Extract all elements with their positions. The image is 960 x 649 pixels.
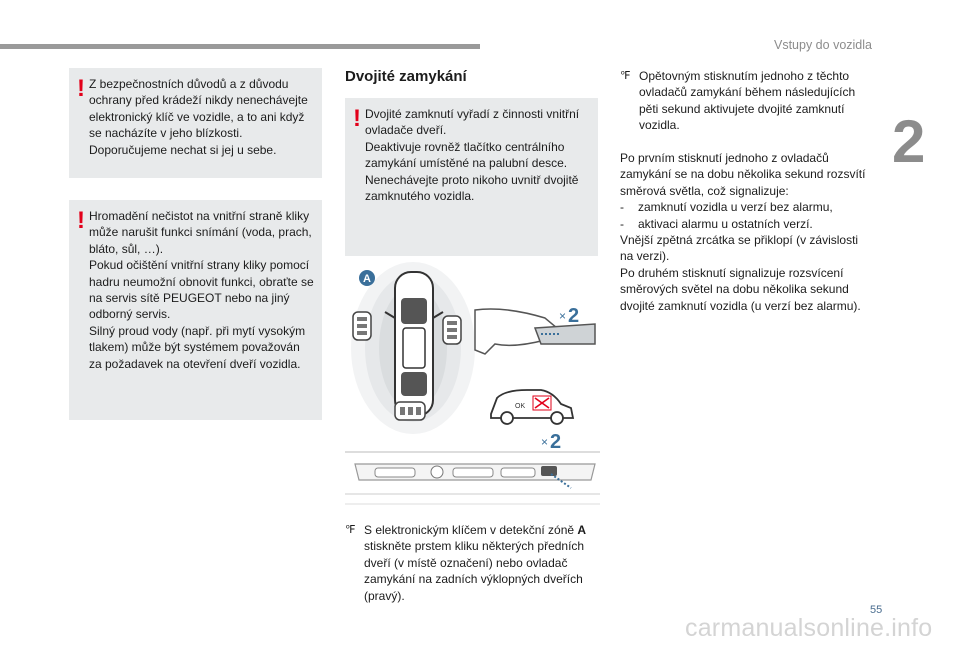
exclamation-icon: ! (77, 207, 85, 234)
chapter-number: 2 (892, 108, 926, 175)
watermark: carmanualsonline.info (685, 614, 933, 642)
times-icon: × (559, 309, 566, 323)
zone-label: A (363, 273, 371, 285)
warning-box-double-lock: ! Dvojité zamknutí vyřadí z činnosti vni… (345, 98, 598, 256)
bullet-text: Opětovným stisknutím jednoho z těchto ov… (639, 69, 856, 133)
instruction-bullet-1: ℉ S elektronickým klíčem v detekční zóně… (345, 522, 605, 604)
bullet-arrow-icon: ℉ (345, 524, 356, 536)
key-fob-icon (442, 315, 462, 345)
press-count-bottom: 2 (550, 431, 561, 453)
double-lock-illustration: A × 2 OK × 2 (345, 262, 600, 505)
warning-text: Z bezpečnostních důvodů a z důvodu ochra… (89, 77, 308, 157)
warning-text: Dvojité zamknutí vyřadí z činnosti vnitř… (365, 107, 580, 204)
key-fob-icon (352, 311, 372, 341)
explanation-paragraph: Po prvním stisknutí jednoho z ovladačů z… (620, 151, 866, 313)
tailgate-lock-control (345, 451, 600, 505)
section-title: Dvojité zamykání (345, 68, 467, 85)
exclamation-icon: ! (353, 105, 361, 132)
car-side-lock-icon (490, 389, 575, 425)
zone-ref: A (577, 523, 587, 537)
hand-on-door-handle (474, 308, 596, 355)
bullet-text: stiskněte prstem kliku některých předníc… (364, 539, 585, 603)
car-top-view (384, 271, 444, 417)
times-icon: × (541, 435, 548, 449)
header-rule (0, 44, 480, 49)
header-title: Vstupy do vozidla (774, 38, 872, 52)
key-fob-icon (394, 401, 426, 421)
exclamation-icon: ! (77, 75, 85, 102)
warning-box-key: ! Z bezpečnostních důvodů a z důvodu och… (69, 68, 322, 178)
page-number: 55 (870, 604, 883, 616)
press-count-top: 2 (568, 305, 579, 327)
bullet-text: S elektronickým klíčem v detekční zóně (364, 523, 578, 537)
bullet-arrow-icon: ℉ (620, 70, 631, 82)
instruction-bullet-2: ℉ Opětovným stisknutím jednoho z těchto … (620, 68, 870, 134)
zone-badge (359, 270, 375, 286)
warning-text: Hromadění nečistot na vnitřní straně kli… (89, 209, 314, 371)
ok-label: OK (515, 403, 525, 410)
warning-box-dirt: ! Hromadění nečistot na vnitřní straně k… (69, 200, 322, 420)
